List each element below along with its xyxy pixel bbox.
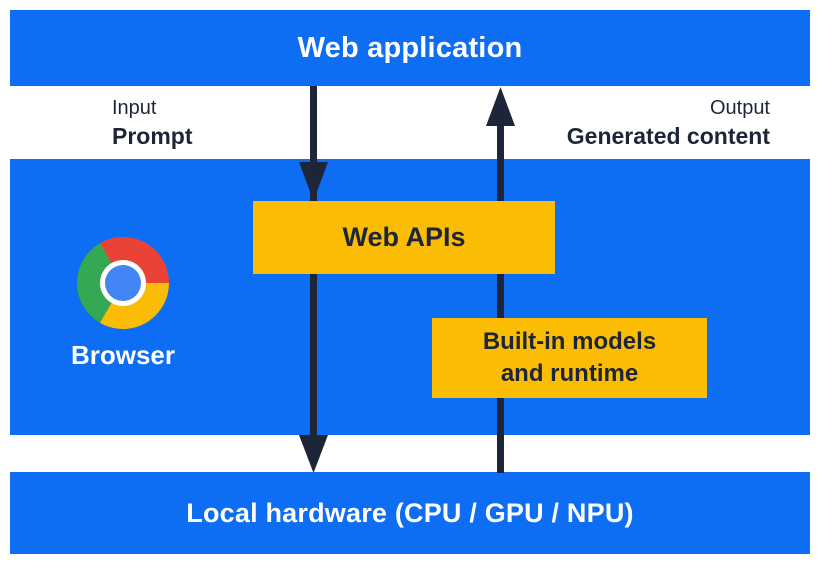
output-title: Output <box>709 97 770 119</box>
up-arrow-shaft <box>497 124 504 473</box>
output-annotation: Output Generated content <box>567 94 770 151</box>
up-arrowhead-into-web-application-icon <box>486 87 515 126</box>
chrome-logo-center <box>105 265 141 301</box>
local-hardware-layer-bar: Local hardware (CPU / GPU / NPU) <box>10 472 810 554</box>
output-value: Generated content <box>566 123 770 149</box>
input-annotation: Input Prompt <box>112 94 193 151</box>
local-hardware-label: Local hardware (CPU / GPU / NPU) <box>186 497 634 528</box>
builtin-models-label-line1: Built-in models <box>482 328 657 355</box>
web-apis-label: Web APIs <box>342 222 466 252</box>
builtin-models-box: Built-in models and runtime <box>432 318 707 398</box>
web-apis-box: Web APIs <box>253 201 555 274</box>
chrome-logo-icon <box>77 237 169 329</box>
web-application-label: Web application <box>297 31 523 64</box>
input-value: Prompt <box>112 123 193 149</box>
input-title: Input <box>112 97 157 119</box>
web-application-layer-bar: Web application <box>10 10 810 86</box>
down-arrowhead-into-local-hardware-icon <box>299 435 328 473</box>
builtin-models-label-line2: and runtime <box>500 360 639 387</box>
browser-label: Browser <box>70 340 176 370</box>
